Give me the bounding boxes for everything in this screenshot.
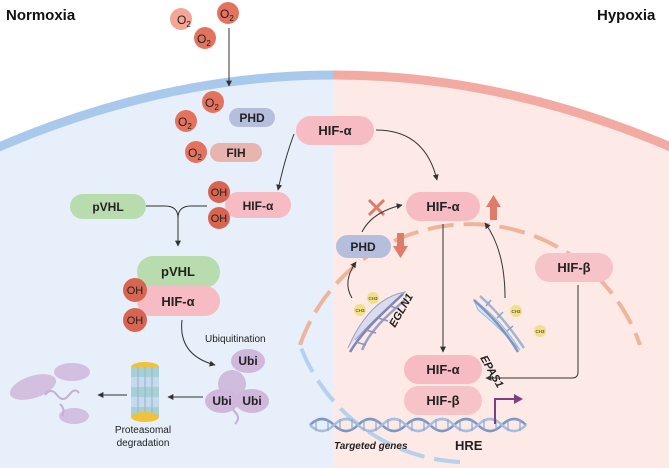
svg-text:Ubi: Ubi (242, 394, 261, 408)
cell-membrane (0, 70, 669, 152)
egln1-to-phd-arrow (347, 261, 357, 299)
hif-alpha-to-hydroxylation-arrow (276, 133, 295, 191)
ubiquitin-cluster: Ubi Ubi Ubi (205, 349, 269, 425)
svg-text:HIF-β: HIF-β (426, 393, 459, 408)
svg-text:OH: OH (211, 213, 228, 225)
svg-text:O2: O2 (178, 115, 192, 131)
phd-pill-hypoxia: PHD (336, 235, 391, 258)
svg-text:O2: O2 (220, 7, 234, 23)
increase-arrow (486, 195, 501, 220)
hif-alpha-to-hypoxia-arrow (375, 129, 439, 181)
svg-text:OH: OH (127, 315, 144, 327)
normoxia-title: Normoxia (6, 7, 76, 24)
target-gene-dna-icon (309, 417, 527, 433)
phd-inhibited-arrow (361, 203, 403, 233)
svg-text:O2: O2 (197, 32, 211, 48)
phd-pill: PHD (229, 108, 275, 127)
svg-text:PHD: PHD (350, 240, 376, 254)
hif-complex-nucleus: HIF-α HIF-β (404, 355, 482, 415)
hif-alpha-cytoplasm: HIF-α (296, 116, 374, 145)
svg-text:CH3: CH3 (368, 296, 377, 301)
epas1-to-hif-arrow (484, 222, 506, 299)
svg-text:pVHL: pVHL (161, 264, 195, 279)
epas1-dna-icon: CH3 CH3 (472, 295, 546, 353)
hre-label: HRE (455, 438, 483, 453)
svg-text:pVHL: pVHL (92, 200, 123, 214)
hif-beta-cytoplasm: HIF-β (535, 253, 613, 282)
svg-text:HIF-α: HIF-α (426, 362, 459, 377)
svg-text:O2: O2 (205, 96, 219, 112)
pvhl-pill: pVHL (70, 194, 146, 219)
hif-beta-to-nucleus-arrow (485, 285, 579, 381)
transcription-arrowhead (514, 394, 523, 404)
svg-text:CH3: CH3 (355, 308, 364, 313)
o2-molecule: O2 (217, 2, 239, 24)
pvhl-hif-complex: pVHL HIF-α OH OH (123, 256, 220, 332)
hydroxylated-hif-alpha: HIF-α OH OH (208, 181, 291, 229)
svg-text:O2: O2 (188, 146, 202, 162)
proteasomal-label-line1: Proteasomal (115, 425, 171, 436)
proteasome-icon (131, 362, 159, 422)
decrease-arrow (393, 233, 408, 258)
nucleus (298, 222, 642, 464)
hif-alpha-stabilized: HIF-α (406, 192, 480, 221)
svg-text:OH: OH (127, 285, 144, 297)
o2-molecule: O2 (202, 91, 224, 113)
ubiquitination-arrow (181, 319, 216, 367)
hypoxia-title: Hypoxia (597, 7, 656, 24)
targeted-genes-label: Targeted genes (334, 441, 408, 452)
o2-molecule: O2 (185, 141, 207, 163)
ubiquitination-label: Ubiquitination (205, 334, 266, 345)
svg-text:O2: O2 (177, 13, 191, 29)
degraded-fragments (9, 363, 90, 424)
transcription-start-arrow (494, 398, 515, 424)
o2-molecule: O2 (175, 110, 197, 132)
oxygen-molecules: O2 O2 O2 O2 O2 O2 (170, 2, 239, 163)
svg-text:HIF-β: HIF-β (557, 260, 590, 275)
egln1-dna-icon: CH3 CH3 (347, 291, 407, 353)
svg-text:Ubi: Ubi (212, 394, 231, 408)
o2-molecule: O2 (194, 27, 216, 49)
svg-text:HIF-α: HIF-α (318, 123, 351, 138)
svg-text:CH3: CH3 (511, 309, 520, 314)
proteasomal-label-line2: degradation (117, 438, 170, 449)
svg-text:CH3: CH3 (535, 329, 544, 334)
svg-text:PHD: PHD (239, 111, 265, 125)
svg-text:OH: OH (211, 187, 228, 199)
fih-pill: FIH (210, 143, 262, 162)
svg-text:HIF-α: HIF-α (243, 199, 274, 213)
svg-text:Ubi: Ubi (238, 354, 257, 368)
svg-text:FIH: FIH (226, 146, 245, 160)
svg-text:HIF-α: HIF-α (161, 294, 194, 309)
o2-molecule: O2 (170, 8, 192, 30)
svg-text:HIF-α: HIF-α (426, 199, 459, 214)
